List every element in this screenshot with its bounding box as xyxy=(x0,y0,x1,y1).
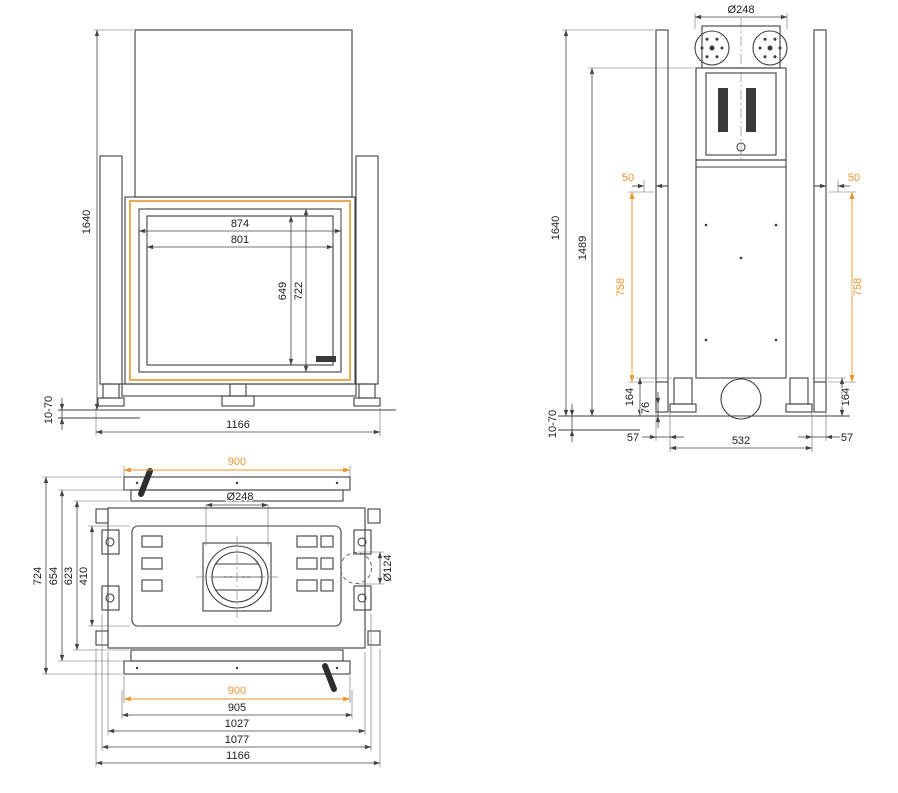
side-outlet xyxy=(340,552,372,584)
dim-top-glass-width-rear: 900 xyxy=(123,676,351,703)
dim-label-side-base-height-left: 164 xyxy=(624,388,636,406)
dim-label-side-overall-height: 1640 xyxy=(550,216,562,240)
dim-label-top-glass-width-front: 900 xyxy=(228,456,246,468)
dim-side-flue-diameter: Ø248 xyxy=(694,3,788,29)
dim-top-body-depth: 623 xyxy=(62,500,129,651)
dim-label-side-base-depth: 532 xyxy=(732,435,750,447)
dim-label-front-overall-height: 1640 xyxy=(81,210,93,234)
dim-label-top-inner-depth: 410 xyxy=(78,567,90,585)
dim-label-front-glass-width-inner: 801 xyxy=(231,234,249,246)
dim-label-top-glass-frame-width: 905 xyxy=(228,702,246,714)
dim-top-body-width: 1027 xyxy=(107,652,366,735)
side-structure xyxy=(558,18,850,431)
dim-label-side-inner-height: 1489 xyxy=(577,236,589,260)
dim-front-foot-adjustment: 10-70 xyxy=(42,395,65,430)
dim-label-side-glass-offset-left: 50 xyxy=(622,172,634,184)
dim-front-overall-height: 1640 xyxy=(80,29,133,411)
dim-label-top-glass-width-rear: 900 xyxy=(228,685,246,697)
front-view: 1640 874 801 649 722 1166 xyxy=(42,29,396,436)
dim-side-glass-offset-left: 50 xyxy=(621,171,668,192)
dim-label-top-overall-width: 1166 xyxy=(226,750,250,762)
dim-label-top-frame-depth: 654 xyxy=(48,567,60,585)
dim-label-top-body-width: 1027 xyxy=(225,718,249,730)
dim-label-front-glass-height-inner: 649 xyxy=(277,282,289,300)
dim-side-foot-height: 76 xyxy=(639,392,661,428)
dim-top-overall-depth: 724 xyxy=(31,476,122,675)
dim-label-side-base-height-right: 164 xyxy=(840,388,852,406)
dim-side-foot-inset-left: 57 xyxy=(626,412,684,452)
door-handle-front xyxy=(316,356,336,362)
top-view: 900 Ø248 724 654 623 xyxy=(31,455,395,767)
dim-top-frame-depth: 654 xyxy=(47,489,129,662)
front-structure xyxy=(58,29,396,419)
dim-top-glass-width-front: 900 xyxy=(123,455,351,477)
dim-label-top-body-depth: 623 xyxy=(63,567,75,585)
dim-side-rail-height-left: 758 xyxy=(614,191,654,383)
door-handle-top-front xyxy=(138,468,153,497)
dim-side-base-depth: 532 xyxy=(669,434,813,451)
dim-label-top-overall-depth: 724 xyxy=(32,567,44,585)
dim-front-glass-width-outer: 874 xyxy=(138,212,342,234)
dim-front-base-width: 1166 xyxy=(95,408,381,436)
dim-side-foot-adjustment: 10-70 xyxy=(546,404,575,442)
dim-top-overall-width: 1166 xyxy=(95,649,381,767)
side-view: Ø248 1640 1489 50 50 758 xyxy=(546,3,865,452)
dim-label-side-rail-height-left: 758 xyxy=(615,278,627,296)
bottom-outlet xyxy=(720,378,762,420)
top-structure xyxy=(95,468,381,692)
dim-front-glass-width-inner: 801 xyxy=(146,233,334,250)
dim-label-side-foot-height: 76 xyxy=(640,402,652,414)
dim-side-overall-height: 1640 xyxy=(549,29,654,417)
dim-front-glass-height-outer: 722 xyxy=(292,208,309,373)
dim-label-side-glass-offset-right: 50 xyxy=(848,172,860,184)
dim-top-side-outlet-diameter: Ø124 xyxy=(358,551,395,585)
pulley-right xyxy=(752,30,788,66)
dim-label-side-rail-height-right: 758 xyxy=(852,278,864,296)
dim-label-side-foot-adjustment: 10-70 xyxy=(547,410,559,438)
dim-side-rail-height-right: 758 xyxy=(828,191,865,383)
dim-label-front-glass-width-outer: 874 xyxy=(231,218,249,230)
door-handle-top-rear xyxy=(322,663,337,692)
dim-top-flue-diameter: Ø248 xyxy=(205,490,269,546)
dim-side-base-height-right: 164 xyxy=(812,377,853,417)
dim-side-foot-inset-right: 57 xyxy=(798,412,854,452)
dim-label-top-frame-width: 1077 xyxy=(225,734,249,746)
dim-label-top-side-outlet-diameter: Ø124 xyxy=(382,555,394,582)
dim-side-inner-height: 1489 xyxy=(576,67,694,417)
dim-top-inner-depth: 410 xyxy=(77,525,130,627)
dim-label-front-glass-height-outer: 722 xyxy=(293,282,305,300)
dim-label-side-foot-inset-right: 57 xyxy=(841,432,853,444)
dim-top-glass-frame-width: 905 xyxy=(121,690,353,719)
dim-side-base-height-left: 164 xyxy=(623,377,672,417)
pulley-left xyxy=(694,30,730,66)
dim-label-front-foot-adjustment: 10-70 xyxy=(43,396,55,424)
dim-front-glass-height-inner: 649 xyxy=(276,215,294,366)
dim-label-top-flue-diameter: Ø248 xyxy=(227,491,254,503)
dim-side-glass-offset-right: 50 xyxy=(814,171,861,192)
dim-label-side-flue-diameter: Ø248 xyxy=(728,4,755,16)
dim-top-frame-width: 1077 xyxy=(101,614,372,751)
dim-label-side-foot-inset-left: 57 xyxy=(627,432,639,444)
dim-label-front-base-width: 1166 xyxy=(226,419,250,431)
